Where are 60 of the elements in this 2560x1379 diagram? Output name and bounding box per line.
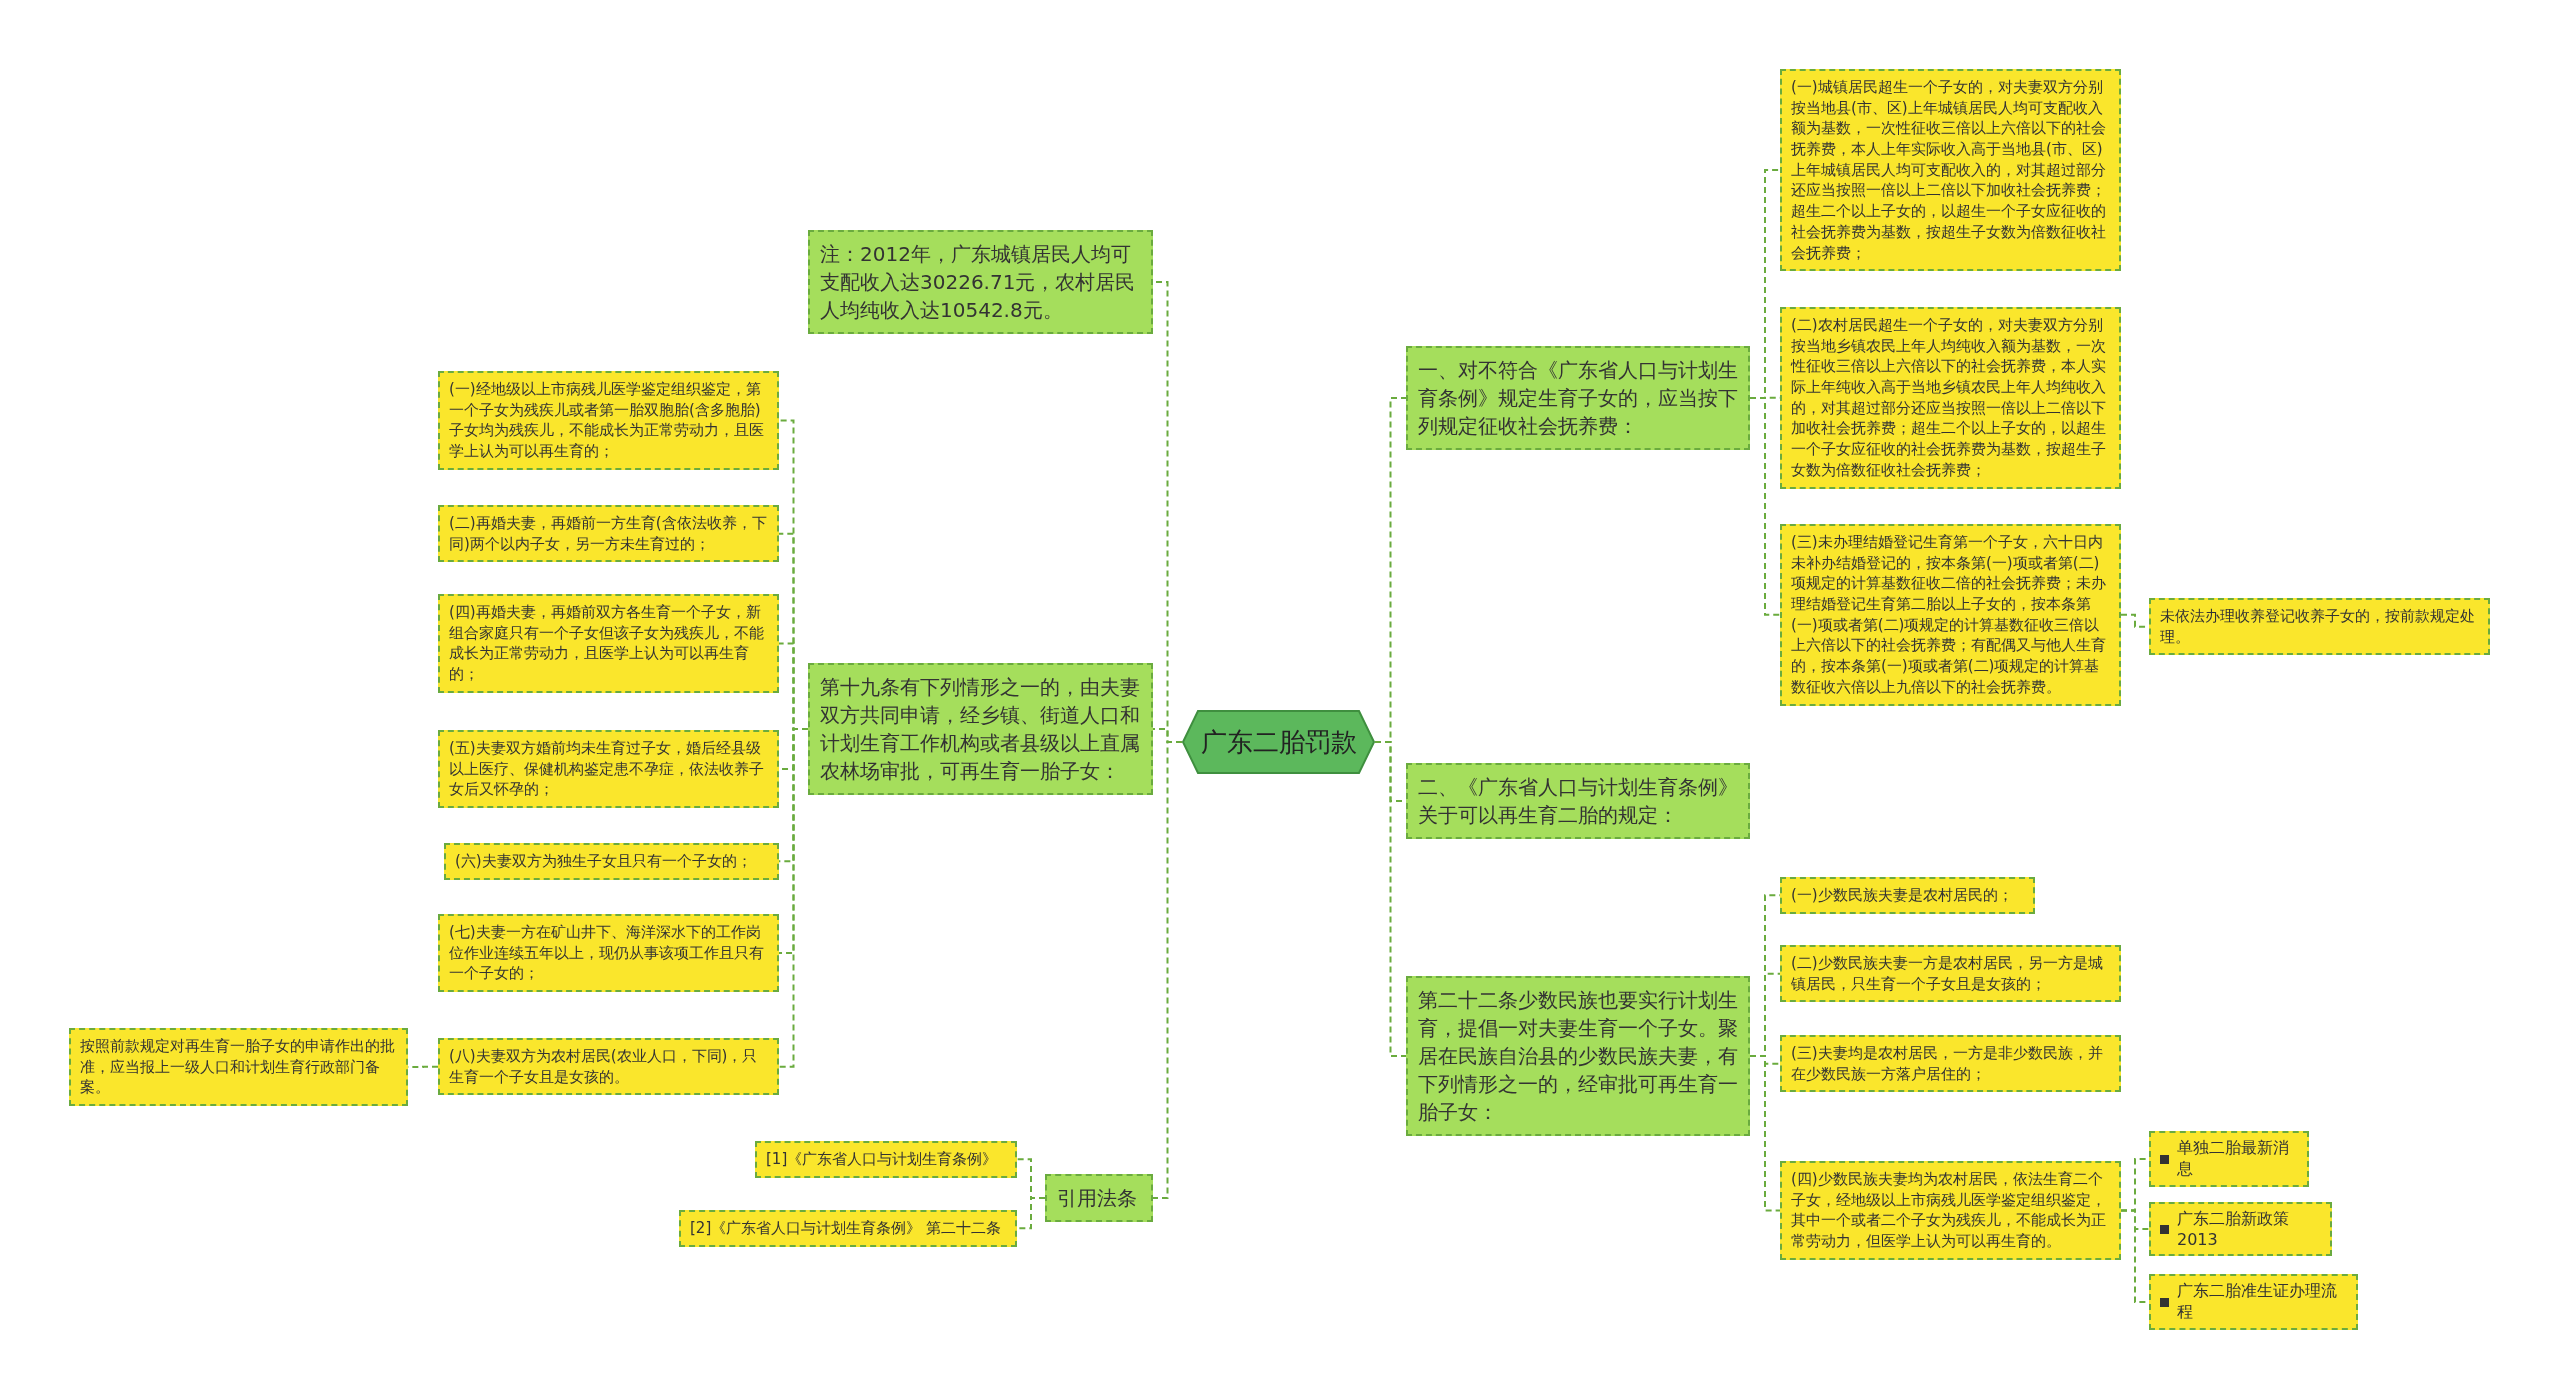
detail-box: [438, 505, 779, 563]
detail-box: [444, 843, 779, 880]
node-text: 第二十二条少数民族也要实行计划生育，提倡一对夫妻生育一个子女。聚居在民族自治县的少数民族夫妻，有下列情形之一的，经审批可再生育一胎子女：: [1418, 987, 1738, 1126]
node-text: 单独二胎最新消息: [2177, 1138, 2290, 1180]
topic-title: 广东二胎罚款: [1200, 725, 1357, 759]
node-text: 未依法办理收养登记收养子女的，按前款规定处理。: [2160, 606, 2476, 648]
node-text: (八)夫妻双方为农村居民(农业人口，下同)，只生育一个子女且是女孩的。: [449, 1046, 759, 1088]
detail-box: [679, 1210, 1017, 1247]
node-text: (三)夫妻均是农村居民，一方是非少数民族，并在少数民族一方落户居住的；: [1791, 1043, 2104, 1085]
detail-box: [438, 594, 779, 693]
node-text: (七)夫妻一方在矿山井下、海洋深水下的工作岗位作业连续五年以上，现仍从事该项工作且只有一个子女的；: [449, 922, 765, 985]
node-text: [2]《广东省人口与计划生育条例》 第二十二条: [690, 1218, 1001, 1239]
node-text: (三)未办理结婚登记生育第一个子女，六十日内未补办结婚登记的，按本条第(一)项或者第(二)项规定的计算基数征收二倍的社会抚养费；未办理结婚登记生育第二胎以上子女的，按本条第(一)项或者第(二)项规定的计算基数征收三倍以上六倍以下的社会抚养费；有配偶又与他人生育的，按本条第(一)项或者第(二)项规定的计算基数征收六倍以上九倍以下的社会抚养费。: [1791, 532, 2107, 698]
link-box: [2149, 1274, 2358, 1330]
node-text: 引用法条: [1057, 1185, 1137, 1212]
node-text: (六)夫妻双方为独生子女且只有一个子女的；: [455, 851, 752, 872]
node-text: 广东二胎新政策2013: [2177, 1209, 2290, 1249]
node-text: (一)经地级以上市病残儿医学鉴定组织鉴定，第一个子女为残疾儿或者第一胎双胞胎(含多胞胎)子女均为残疾儿，不能成长为正常劳动力，且医学上认为可以再生育的；: [449, 379, 765, 462]
node-text: [1]《广东省人口与计划生育条例》: [766, 1149, 998, 1170]
central-topic-hexagon: [1182, 710, 1375, 774]
detail-box: [438, 1038, 779, 1096]
detail-box: [1780, 524, 2121, 706]
node-text: (四)少数民族夫妻均为农村居民，依法生育二个子女，经地级以上市病残儿医学鉴定组织鉴定，其中一个或者二个子女为残疾儿，不能成长为正常劳动力，但医学上认为可以再生育的。: [1791, 1169, 2107, 1252]
detail-box: [1780, 877, 2035, 914]
node-text: (二)再婚夫妻，再婚前一方生育(含依法收养，下同)两个以内子女，另一方未生育过的；: [449, 513, 768, 555]
connector-line: [1016, 1197, 1046, 1230]
node-text: (二)少数民族夫妻一方是农村居民，另一方是城镇居民，只生育一个子女且是女孩的；: [1791, 953, 2104, 995]
detail-box: [1780, 307, 2121, 489]
topic-box: [1406, 976, 1750, 1136]
node-text: (四)再婚夫妻，再婚前双方各生育一个子女，新组合家庭只有一个子女但该子女为残疾儿，不能成长为正常劳动力，且医学上认为可以再生育的；: [449, 602, 765, 685]
detail-box: [1780, 945, 2121, 1003]
connector-line: [1374, 741, 1407, 1057]
detail-box: [1780, 1161, 2121, 1260]
link-box: [2149, 1202, 2332, 1256]
node-text: 广东二胎准生证办理流程: [2177, 1281, 2338, 1323]
node-text: 按照前款规定对再生育一胎子女的申请作出的批准，应当报上一级人口和计划生育行政部门备案。: [80, 1036, 396, 1099]
topic-box: [1406, 763, 1750, 839]
node-text: 二、《广东省人口与计划生育条例》关于可以再生育二胎的规定：: [1418, 774, 1738, 829]
topic-box: [808, 663, 1153, 795]
node-text: 注：2012年，广东城镇居民人均可支配收入达30226.71元，农村居民人均纯收入达10542.8元。: [820, 241, 1137, 324]
node-text: 一、对不符合《广东省人口与计划生育条例》规定生育子女的，应当按下列规定征收社会抚养费：: [1418, 357, 1738, 440]
topic-box: [1045, 1174, 1153, 1222]
detail-box: [2149, 598, 2490, 656]
connector-line: [778, 728, 809, 1068]
node-text: (一)少数民族夫妻是农村居民的；: [1791, 885, 2013, 906]
link-box: [2149, 1131, 2309, 1187]
detail-box: [438, 371, 779, 470]
connector-line: [1749, 397, 1781, 616]
node-text: (一)城镇居民超生一个子女的，对夫妻双方分别按当地县(市、区)上年城镇居民人均可支配收入额为基数，一次性征收三倍以上六倍以下的社会抚养费，本人上年实际收入高于当地县(市、区)上年城镇居民人均可支配收入的，对其超过部分还应当按照一倍以上二倍以下加收社会抚养费；超生二个以上子女的，以超生一个子女应征收的社会抚养费为基数，按超生子女数为倍数征收社会抚养费；: [1791, 77, 2107, 264]
node-text: (二)农村居民超生一个子女的，对夫妻双方分别按当地乡镇农民上年人均纯收入额为基数，一次性征收三倍以上六倍以下的社会抚养费，本人实际上年纯收入高于当地乡镇农民上年人均纯收入的，对其超过部分还应当按照一倍以上二倍以下加收社会抚养费；超生二个以上子女的，以超生一个子女应征收的社会抚养费为基数，按超生子女数为倍数征收社会抚养费；: [1791, 315, 2107, 481]
detail-box: [1780, 1035, 2121, 1093]
detail-box: [438, 730, 779, 809]
detail-box: [438, 914, 779, 993]
detail-box: [69, 1028, 408, 1107]
connector-line: [1749, 1055, 1781, 1212]
node-text: (五)夫妻双方婚前均未生育过子女，婚后经县级以上医疗、保健机构鉴定患不孕症，依法收养子女后又怀孕的；: [449, 738, 765, 801]
topic-box: [808, 230, 1153, 334]
node-text: 第十九条有下列情形之一的，由夫妻双方共同申请，经乡镇、街道人口和计划生育工作机构或者县级以上直属农林场审批，可再生育一胎子女：: [820, 674, 1141, 785]
topic-box: [1406, 346, 1750, 450]
detail-box: [755, 1141, 1017, 1178]
